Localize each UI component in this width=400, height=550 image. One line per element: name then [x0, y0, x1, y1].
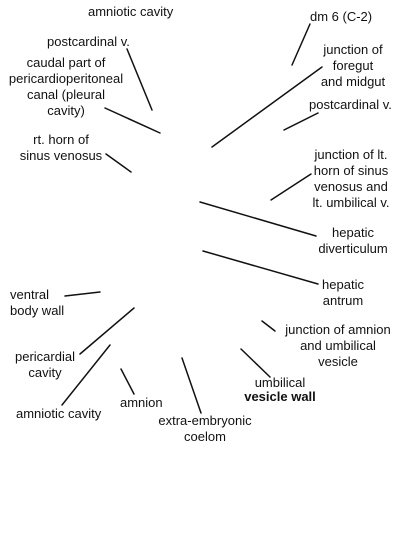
leader-postcardinal-left — [126, 48, 153, 111]
label-rt-horn-sinus-venosus: rt. horn of sinus venosus — [19, 132, 103, 163]
label-amniotic-cavity-bottom: amniotic cavity — [16, 406, 102, 421]
leader-hepatic-diverticulum — [199, 201, 317, 237]
label-amniotic-cavity-top: amniotic cavity — [88, 4, 174, 19]
leader-ventral-body-wall — [64, 291, 101, 297]
label-extra-embryonic-coelom: extra-embryonic coelom — [158, 413, 252, 444]
label-vesicle-wall: vesicle wall — [244, 389, 316, 404]
leader-junction-foregut — [211, 66, 323, 148]
label-umbilical: umbilical — [254, 375, 306, 390]
leader-caudal-part — [104, 107, 161, 134]
label-postcardinal-left: postcardinal v. — [47, 34, 130, 49]
label-hepatic-diverticulum: hepatic diverticulum — [318, 225, 388, 256]
label-pericardial-cavity: pericardial cavity — [15, 349, 75, 380]
leader-dm6 — [291, 23, 311, 66]
label-hepatic-antrum: hepatic antrum — [322, 277, 364, 308]
label-amnion: amnion — [120, 395, 163, 410]
leader-rt-horn — [105, 153, 132, 173]
leader-postcardinal-right — [283, 112, 319, 131]
leader-junction-amnion — [261, 320, 276, 332]
label-dm6: dm 6 (C-2) — [310, 9, 373, 24]
label-postcardinal-right: postcardinal v. — [309, 97, 392, 112]
leader-pericardial-cavity — [79, 307, 135, 355]
leader-junction-lt-horn — [270, 173, 312, 201]
label-ventral-body-wall: ventral body wall — [10, 287, 65, 318]
label-caudal-part-pericardioperitoneal-canal: caudal part of pericardioperitoneal cana… — [8, 55, 124, 118]
leader-umbilical-vesicle-wall — [240, 348, 271, 378]
label-junction-lt-horn-umbilical-v: junction of lt. horn of sinus venosus an… — [312, 147, 390, 210]
leader-amnion — [120, 368, 135, 395]
label-junction-foregut-midgut: junction of foregut and midgut — [320, 42, 386, 89]
leader-extra-embryonic-coelom — [181, 357, 202, 414]
label-junction-amnion-umbilical-vesicle: junction of amnion and umbilical vesicle — [285, 322, 391, 369]
leader-amniotic-cavity-bottom — [61, 344, 111, 406]
leader-hepatic-antrum — [202, 250, 319, 285]
